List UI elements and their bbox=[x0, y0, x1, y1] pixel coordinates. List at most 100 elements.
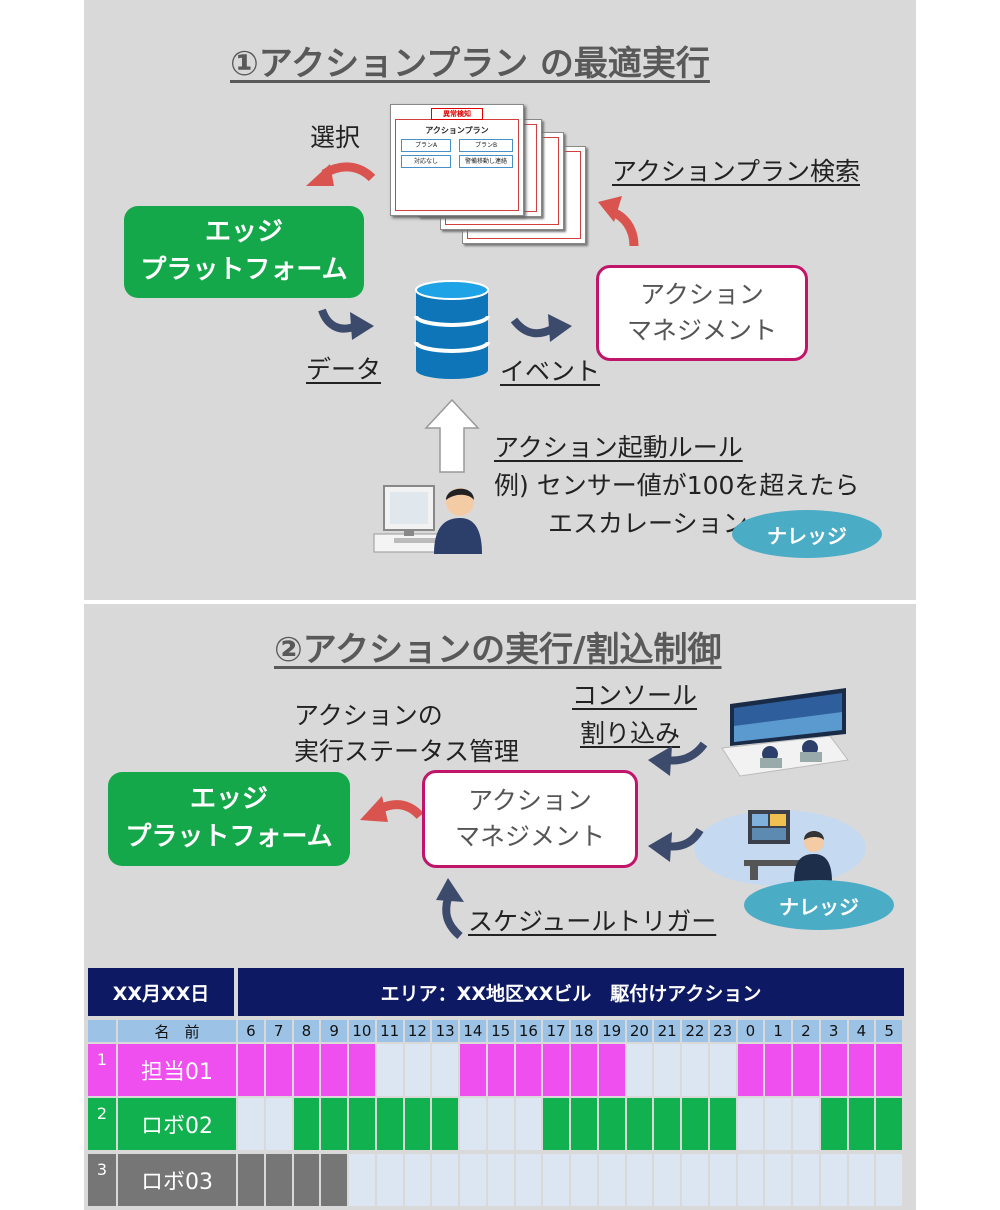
slot-empty bbox=[515, 1154, 542, 1206]
status-label-1: アクションの bbox=[294, 701, 443, 730]
slot-active bbox=[404, 1098, 431, 1150]
slot-active bbox=[543, 1098, 569, 1150]
slot-active bbox=[793, 1044, 819, 1096]
slot-empty bbox=[515, 1098, 542, 1150]
slot-active bbox=[848, 1044, 875, 1096]
schedule-date-header: XX月XX日 bbox=[88, 968, 234, 1016]
trigger-arrow-icon bbox=[436, 878, 464, 940]
hour-header: 22 bbox=[682, 1020, 708, 1042]
slot-active bbox=[543, 1044, 569, 1096]
action-mgmt-box-2: アクション マネジメント bbox=[422, 770, 638, 868]
search-arrow-icon bbox=[598, 196, 639, 247]
slot-active bbox=[349, 1044, 375, 1096]
slot-active bbox=[487, 1044, 514, 1096]
hour-header: 0 bbox=[737, 1020, 764, 1042]
control-room-icon bbox=[721, 688, 849, 777]
slot-empty bbox=[376, 1154, 403, 1206]
console-label-2: 割り込み bbox=[580, 719, 681, 748]
slot-empty bbox=[571, 1154, 597, 1206]
hour-header: 2 bbox=[793, 1020, 819, 1042]
row-name: ロボ02 bbox=[118, 1098, 236, 1150]
slot-active bbox=[460, 1044, 486, 1096]
hour-header: 1 bbox=[765, 1020, 791, 1042]
hour-header: 16 bbox=[515, 1020, 542, 1042]
slot-empty bbox=[737, 1098, 764, 1150]
slot-empty bbox=[654, 1154, 680, 1206]
slot-active bbox=[626, 1098, 653, 1150]
slot-active bbox=[238, 1044, 264, 1096]
hour-header: 10 bbox=[349, 1020, 375, 1042]
slot-active bbox=[876, 1044, 902, 1096]
slot-empty bbox=[487, 1098, 514, 1150]
slot-active bbox=[515, 1044, 542, 1096]
slot-empty bbox=[765, 1098, 791, 1150]
edge-platform-line1: エッジ bbox=[204, 217, 283, 248]
data-arrow-icon bbox=[318, 308, 374, 340]
status-arrow-icon bbox=[360, 796, 424, 822]
hour-header: 8 bbox=[293, 1020, 320, 1042]
hour-header: 6 bbox=[238, 1020, 264, 1042]
action-mgmt-line2: マネジメント bbox=[454, 822, 605, 851]
hour-header: 18 bbox=[571, 1020, 597, 1042]
edge-platform-box-2: エッジ プラットフォーム bbox=[108, 772, 350, 866]
action-mgmt-line2: マネジメント bbox=[626, 316, 777, 345]
slot-empty bbox=[404, 1044, 431, 1096]
row-number: 3 bbox=[88, 1154, 116, 1206]
slot-active bbox=[765, 1044, 791, 1096]
rule-title: アクション起動ルール bbox=[494, 433, 743, 462]
slot-empty bbox=[682, 1044, 708, 1096]
slot-empty bbox=[376, 1044, 403, 1096]
slot-empty bbox=[598, 1154, 625, 1206]
rule-example-2: エスカレーション bbox=[548, 509, 748, 538]
action-mgmt-line1: アクション bbox=[468, 785, 592, 815]
up-arrow-icon bbox=[424, 398, 480, 473]
slot-empty bbox=[487, 1154, 514, 1206]
hour-header: 5 bbox=[876, 1020, 902, 1042]
row-name: 担当01 bbox=[118, 1044, 236, 1096]
hour-header: 9 bbox=[321, 1020, 347, 1042]
knowledge-arrow-icon bbox=[648, 827, 704, 862]
slot-empty bbox=[543, 1154, 569, 1206]
slot-empty bbox=[432, 1044, 458, 1096]
schedule-num-header bbox=[88, 1020, 116, 1042]
slot-empty bbox=[432, 1154, 458, 1206]
slot-active bbox=[598, 1044, 625, 1096]
slot-empty bbox=[626, 1154, 653, 1206]
database-icon bbox=[414, 280, 490, 379]
operator-icon bbox=[373, 485, 482, 554]
action-mgmt-box-1: アクション マネジメント bbox=[596, 265, 808, 361]
knowledge-badge-2: ナレッジ bbox=[744, 880, 894, 930]
slot-active bbox=[820, 1044, 847, 1096]
slot-active bbox=[654, 1098, 680, 1150]
slot-active bbox=[820, 1098, 847, 1150]
slot-active bbox=[376, 1098, 403, 1150]
hour-header: 20 bbox=[626, 1020, 653, 1042]
operator-desk-icon bbox=[744, 810, 832, 882]
slot-active bbox=[321, 1044, 347, 1096]
slot-active bbox=[737, 1044, 764, 1096]
hour-header: 7 bbox=[265, 1020, 292, 1042]
hour-header: 13 bbox=[432, 1020, 458, 1042]
hour-header: 17 bbox=[543, 1020, 569, 1042]
slot-empty bbox=[820, 1154, 847, 1206]
doc-button-a: プランA bbox=[401, 139, 451, 152]
hour-header: 11 bbox=[376, 1020, 403, 1042]
row-name: ロボ03 bbox=[118, 1154, 236, 1206]
slot-empty bbox=[349, 1154, 375, 1206]
doc-button-guard: 警備移動し連絡 bbox=[459, 155, 513, 168]
slot-empty bbox=[793, 1098, 819, 1150]
schedule-trigger-label: スケジュールトリガー bbox=[468, 907, 717, 936]
slot-empty bbox=[626, 1044, 653, 1096]
slot-active bbox=[293, 1154, 320, 1206]
doc-header: 異常検知 bbox=[431, 108, 483, 120]
doc-button-none: 対応なし bbox=[401, 155, 451, 168]
slot-active bbox=[349, 1098, 375, 1150]
slot-empty bbox=[793, 1154, 819, 1206]
hour-header: 14 bbox=[460, 1020, 486, 1042]
section1-title: ①アクションプラン の最適実行 bbox=[230, 44, 710, 84]
status-label-2: 実行ステータス管理 bbox=[294, 737, 520, 766]
slot-active bbox=[293, 1044, 320, 1096]
schedule-area-header: エリア：XX地区XXビル 駆付けアクション bbox=[238, 968, 904, 1016]
slot-active bbox=[571, 1044, 597, 1096]
